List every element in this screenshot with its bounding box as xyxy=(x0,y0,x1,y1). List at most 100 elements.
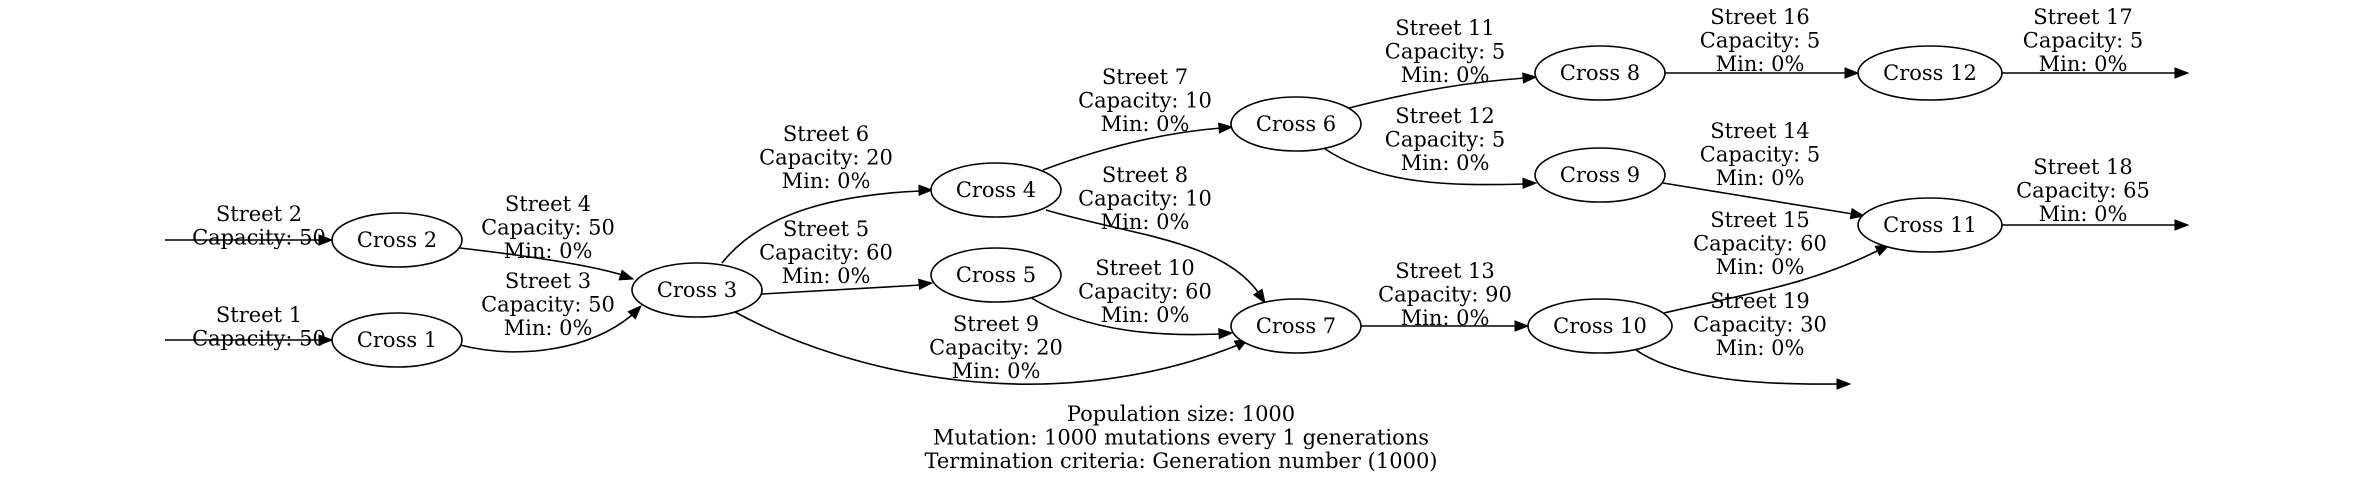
node-cross-6: Cross 6 xyxy=(1230,96,1362,152)
edge-label-line: Capacity: 60 xyxy=(1078,280,1212,304)
arrowhead-icon xyxy=(1218,327,1234,340)
edge-label-line: Min: 0% xyxy=(1401,306,1490,330)
edge-street-10 xyxy=(1029,296,1234,340)
node-label: Cross 12 xyxy=(1883,61,1977,85)
edge-label-line: Capacity: 20 xyxy=(929,336,1063,360)
edge-street-6 xyxy=(721,184,934,264)
edge-street-12 xyxy=(1324,148,1538,189)
edge-label-line: Capacity: 5 xyxy=(1700,29,1820,53)
node-cross-4: Cross 4 xyxy=(930,162,1062,218)
edge-label-line: Min: 0% xyxy=(1101,112,1190,136)
edge-label-line: Street 13 xyxy=(1395,259,1495,283)
edge-label-line: Capacity: 50 xyxy=(192,327,326,351)
node-label: Cross 6 xyxy=(1256,112,1336,136)
edge-line-street-8 xyxy=(1045,209,1259,293)
edge-line-street-14 xyxy=(1662,182,1854,215)
edge-street-16 xyxy=(1665,67,1860,79)
arrowhead-icon xyxy=(1836,378,1852,390)
edge-label-line: Capacity: 65 xyxy=(2016,179,2150,203)
node-ellipse xyxy=(631,262,763,318)
footer-line: Termination criteria: Generation number … xyxy=(924,449,1437,473)
edge-label-line: Capacity: 5 xyxy=(1385,40,1505,64)
edge-line-street-7 xyxy=(1042,127,1222,171)
node-label: Cross 2 xyxy=(357,228,437,252)
arrowhead-icon xyxy=(1514,320,1530,332)
node-cross-8: Cross 8 xyxy=(1534,45,1666,101)
edge-street-2 xyxy=(165,234,334,246)
edge-street-4 xyxy=(459,247,635,281)
node-ellipse xyxy=(930,162,1062,218)
edge-label-line: Street 12 xyxy=(1395,104,1495,128)
edge-label-line: Street 9 xyxy=(953,312,1039,336)
node-ellipse xyxy=(1857,45,2003,101)
footer-line: Population size: 1000 xyxy=(1067,402,1295,426)
edge-label-line: Min: 0% xyxy=(782,169,871,193)
edge-label-line: Street 11 xyxy=(1395,16,1495,40)
edge-line-street-12 xyxy=(1324,148,1526,186)
edge-street-13 xyxy=(1361,320,1530,332)
arrowhead-icon xyxy=(1252,288,1266,305)
node-ellipse xyxy=(930,247,1062,303)
edge-label-line: Street 7 xyxy=(1102,65,1188,89)
edge-line-street-11 xyxy=(1348,77,1526,109)
edge-label-line: Street 1 xyxy=(216,303,302,327)
edge-line-street-10 xyxy=(1029,296,1221,336)
node-cross-12: Cross 12 xyxy=(1857,45,2003,101)
node-label: Cross 5 xyxy=(956,263,1036,287)
edge-street-11 xyxy=(1348,72,1538,109)
arrowhead-icon xyxy=(918,184,934,196)
edge-label-line: Min: 0% xyxy=(1716,255,1805,279)
edge-label-line: Capacity: 90 xyxy=(1378,283,1512,307)
edge-label-line: Min: 0% xyxy=(1716,52,1805,76)
edge-label-line: Street 8 xyxy=(1102,163,1188,187)
edge-street-17 xyxy=(2002,67,2190,79)
node-ellipse xyxy=(331,312,463,368)
edge-street-7 xyxy=(1042,122,1234,171)
edge-label-line: Min: 0% xyxy=(2039,202,2128,226)
edge-street-8 xyxy=(1045,209,1266,305)
edge-label-line: Min: 0% xyxy=(1716,166,1805,190)
edge-label-line: Street 10 xyxy=(1095,256,1195,280)
footer-line: Mutation: 1000 mutations every 1 generat… xyxy=(933,426,1429,450)
edge-label-line: Street 3 xyxy=(505,269,591,293)
edge-label-line: Street 5 xyxy=(783,217,869,241)
node-label: Cross 4 xyxy=(956,178,1036,202)
node-label: Cross 10 xyxy=(1553,314,1647,338)
edge-label-line: Capacity: 50 xyxy=(481,216,615,240)
edge-label-line: Capacity: 20 xyxy=(759,146,893,170)
edge-line-street-9 xyxy=(734,311,1239,385)
arrowhead-icon xyxy=(1849,207,1866,220)
edge-label-line: Capacity: 5 xyxy=(2023,29,2143,53)
node-label: Cross 3 xyxy=(657,278,737,302)
node-label: Cross 1 xyxy=(357,328,437,352)
edge-label-line: Min: 0% xyxy=(1716,336,1805,360)
edges xyxy=(165,67,2190,390)
node-ellipse xyxy=(1534,45,1666,101)
arrowhead-icon xyxy=(618,269,635,281)
arrowhead-icon xyxy=(2174,219,2190,231)
edge-street-19 xyxy=(1635,349,1852,390)
edge-label-line: Min: 0% xyxy=(2039,52,2128,76)
arrowhead-icon xyxy=(2174,67,2190,79)
node-label: Cross 11 xyxy=(1883,213,1977,237)
nodes: Cross 1 Cross 2 Cross 3 Cross 4 Cross 5 Cross… xyxy=(331,45,2003,368)
node-label: Cross 7 xyxy=(1256,314,1336,338)
node-cross-10: Cross 10 xyxy=(1527,298,1673,354)
edge-street-14 xyxy=(1662,182,1866,220)
edge-label-line: Min: 0% xyxy=(1101,303,1190,327)
